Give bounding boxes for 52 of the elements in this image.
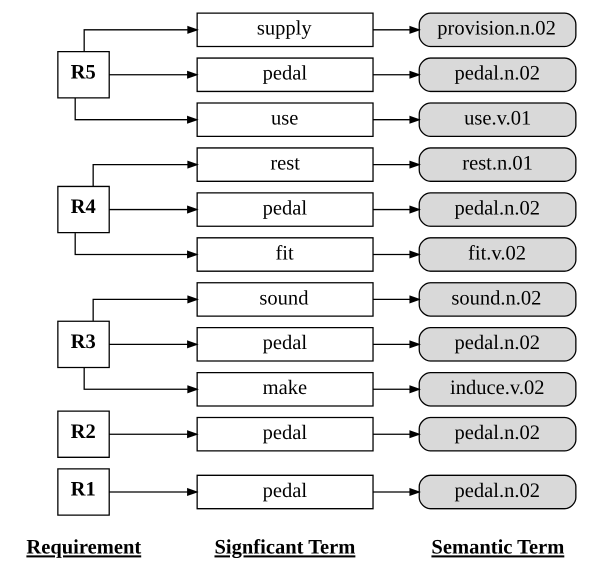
- arrow: [373, 160, 422, 169]
- node-box: make: [196, 372, 374, 407]
- node-box: R4: [57, 186, 110, 234]
- arrow: [109, 70, 199, 79]
- arrow: [74, 233, 199, 259]
- arrow: [373, 295, 422, 304]
- node-box: pedal: [196, 57, 374, 92]
- node-box: R2: [57, 410, 110, 458]
- node-box: fit: [196, 237, 374, 272]
- arrow: [92, 295, 199, 321]
- arrow: [373, 340, 422, 348]
- node-box: pedal.n.02: [418, 192, 576, 227]
- node-box: sound: [196, 282, 374, 317]
- node-box: pedal.n.02: [418, 327, 576, 362]
- arrow: [373, 488, 422, 496]
- node-box: pedal.n.02: [418, 416, 576, 452]
- node-box: pedal: [196, 327, 374, 362]
- arrow: [109, 206, 199, 214]
- node-box: fit.v.02: [418, 237, 576, 272]
- node-box: use: [196, 102, 374, 138]
- label: Signficant Term: [214, 536, 356, 558]
- label: Requirement: [26, 536, 142, 558]
- arrow: [84, 368, 199, 394]
- arrow: [373, 430, 422, 438]
- node-box: R5: [57, 51, 110, 98]
- node-box: pedal: [196, 474, 374, 510]
- node-box: pedal: [196, 192, 374, 227]
- arrow: [373, 26, 422, 34]
- node-box: pedal.n.02: [418, 474, 576, 510]
- node-box: use.v.01: [418, 102, 576, 138]
- arrow: [373, 250, 422, 259]
- node-box: supply: [196, 12, 374, 48]
- arrow: [84, 26, 199, 52]
- node-box: sound.n.02: [418, 282, 576, 317]
- arrow: [109, 430, 199, 438]
- node-box: R3: [57, 320, 110, 368]
- arrow: [109, 340, 199, 348]
- node-box: R1: [57, 468, 110, 516]
- arrow: [92, 160, 199, 186]
- node-box: pedal: [196, 416, 374, 452]
- node-box: rest: [196, 147, 374, 182]
- label: Semantic Term: [431, 536, 564, 558]
- node-box: rest.n.01: [418, 147, 576, 182]
- arrow: [74, 98, 199, 124]
- arrow: [373, 206, 422, 214]
- node-box: pedal.n.02: [418, 57, 576, 92]
- arrow: [373, 70, 422, 79]
- arrow: [373, 385, 422, 394]
- arrow: [373, 116, 422, 124]
- node-box: provision.n.02: [418, 12, 576, 48]
- node-box: induce.v.02: [418, 372, 576, 407]
- arrow: [109, 488, 199, 496]
